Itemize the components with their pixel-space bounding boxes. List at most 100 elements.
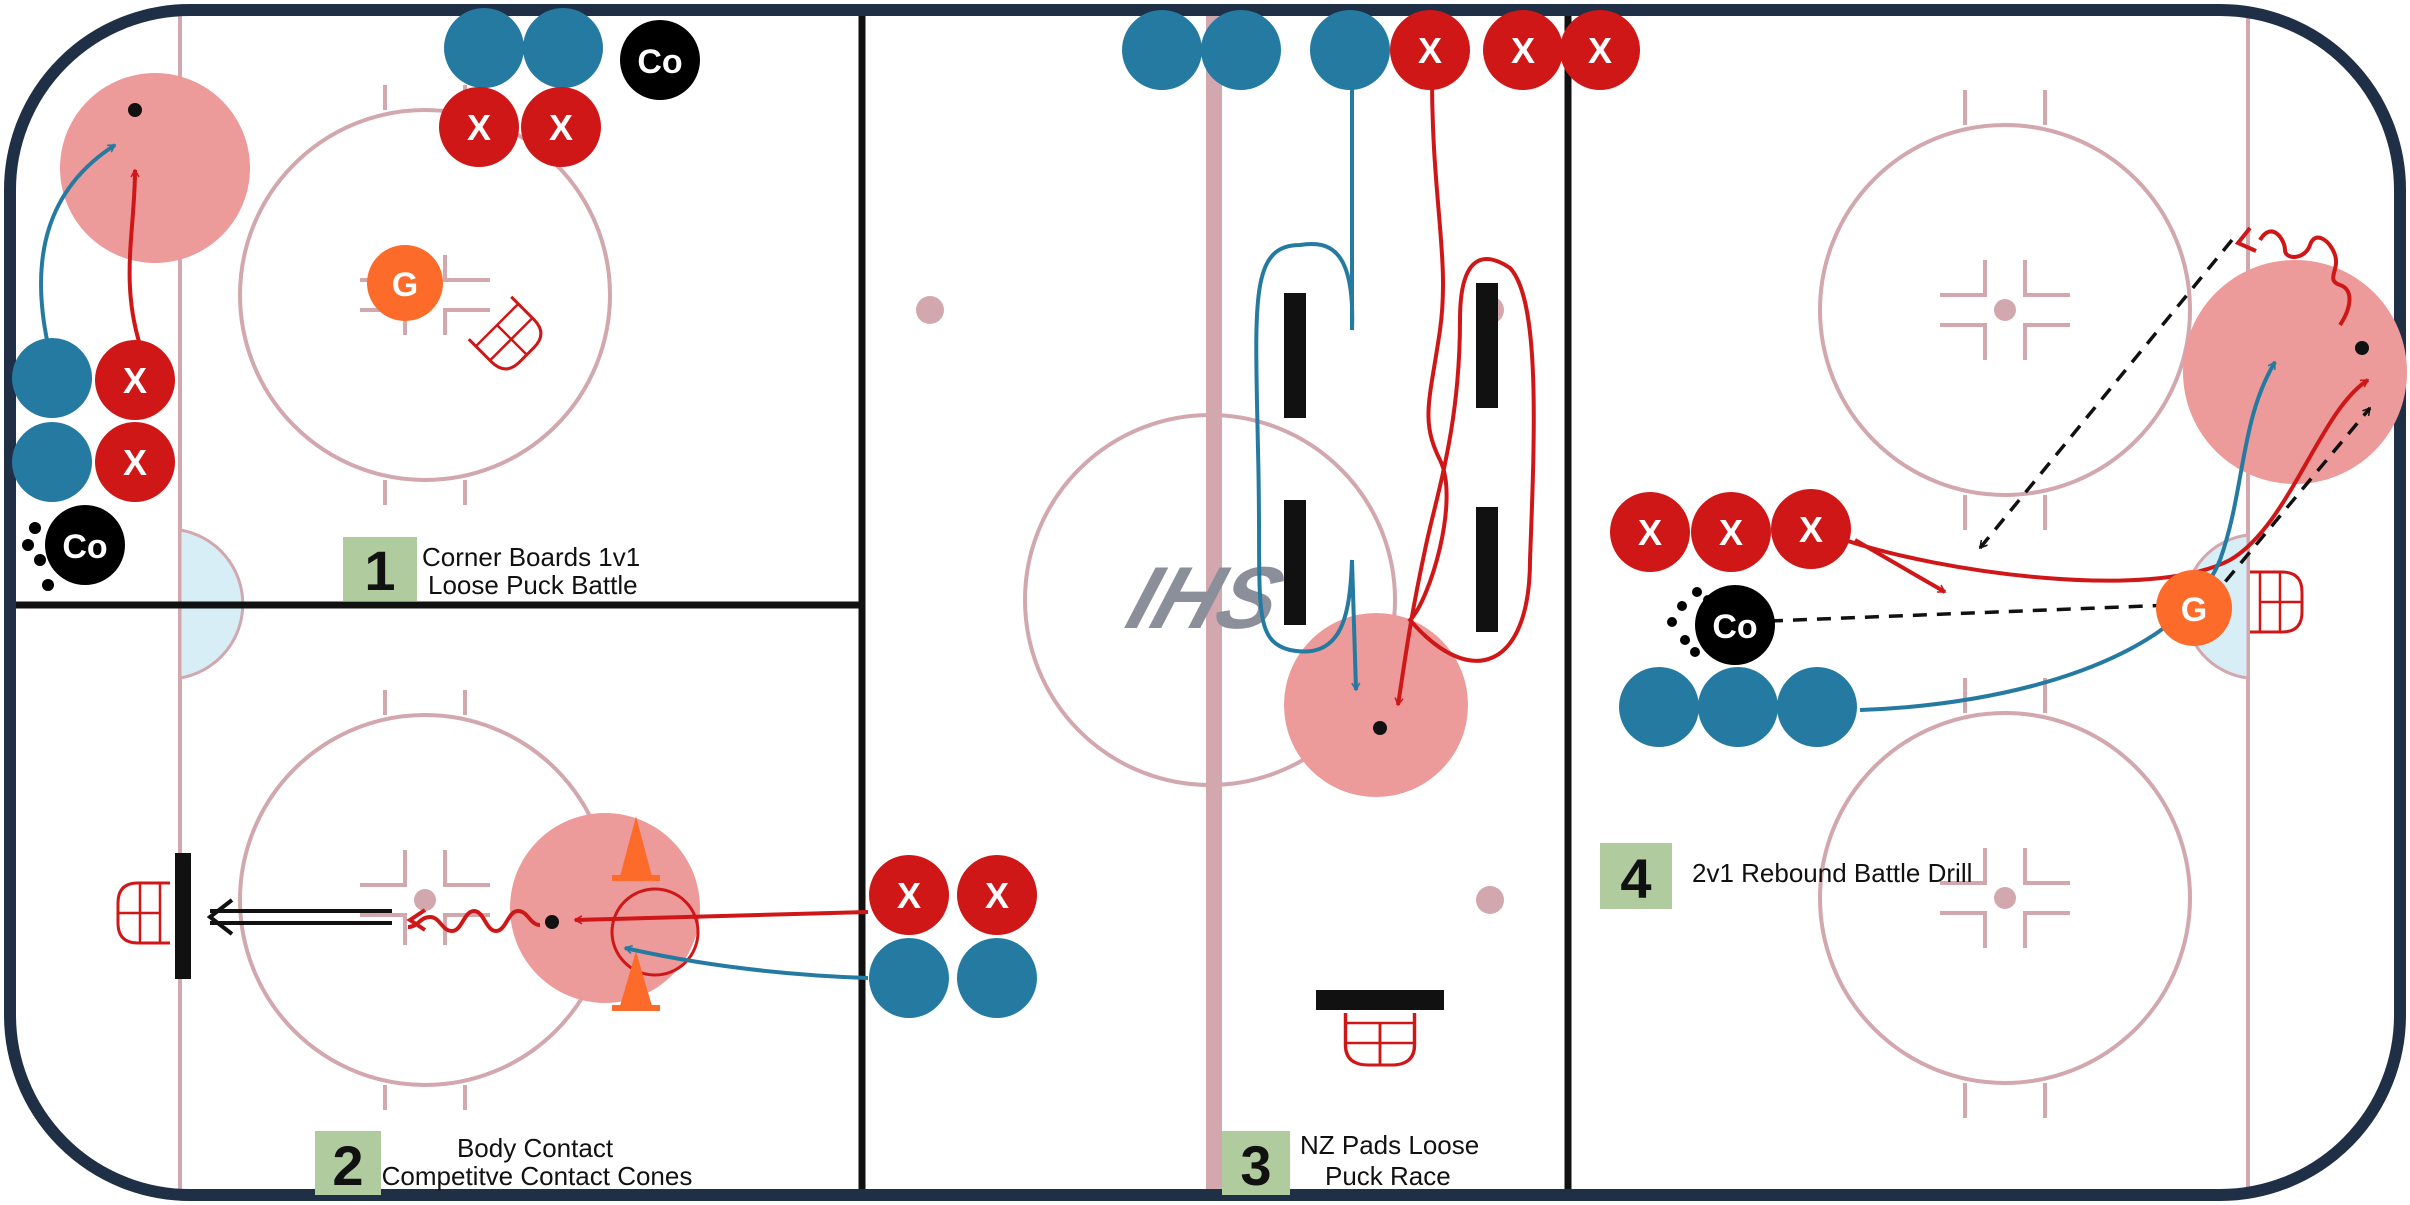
contact-ring	[610, 887, 700, 977]
puck	[128, 103, 142, 117]
puck	[2355, 341, 2369, 355]
svg-text:X: X	[467, 107, 491, 148]
svg-text:X: X	[897, 875, 921, 916]
faceoff-circle-bottom-right	[1818, 711, 2192, 1085]
svg-text:X: X	[1418, 30, 1442, 71]
svg-text:2v1 Rebound Battle Drill: 2v1 Rebound Battle Drill	[1692, 858, 1972, 888]
svg-text:Corner Boards 1v1: Corner Boards 1v1	[422, 542, 640, 572]
goalie: G	[367, 245, 443, 321]
blue-player	[523, 8, 603, 88]
svg-text:Co: Co	[637, 43, 682, 81]
red-player: X	[1691, 492, 1771, 572]
svg-text:Co: Co	[1712, 608, 1757, 646]
svg-text:1: 1	[364, 539, 395, 602]
blue-player	[12, 422, 92, 502]
rink-boards	[4, 4, 2406, 1201]
svg-text:X: X	[549, 107, 573, 148]
blue-player	[1310, 10, 1390, 90]
blue-skate-path	[1254, 78, 1361, 692]
red-player: X	[869, 855, 949, 935]
svg-text:X: X	[123, 442, 147, 483]
blue-player	[444, 8, 524, 88]
coach: Co	[45, 505, 125, 585]
station-3-drill	[1254, 77, 1536, 1067]
station-label-2: 2 Body Contact Competitve Contact Cones	[315, 1131, 692, 1197]
station-2-drill	[116, 813, 869, 1011]
pass-path	[1978, 238, 2234, 550]
svg-text:NZ Pads Loose: NZ Pads Loose	[1300, 1130, 1479, 1160]
station-number-box	[1600, 843, 1672, 909]
svg-text:Puck Race: Puck Race	[1325, 1161, 1451, 1191]
station-number-box	[1222, 1131, 1290, 1195]
center-red-line	[1206, 10, 1222, 1195]
red-skate-path	[1844, 378, 2370, 583]
station-number-box	[315, 1131, 381, 1195]
red-player: X	[1560, 10, 1640, 90]
puck-pile	[22, 522, 1713, 657]
red-skate-path	[127, 168, 142, 346]
blue-player	[1698, 667, 1778, 747]
goal-line-pad	[175, 853, 191, 979]
cone-icon	[612, 951, 660, 1011]
svg-text:3: 3	[1240, 1134, 1271, 1197]
red-player: X	[439, 87, 519, 167]
red-skate-path	[1394, 77, 1536, 707]
puck	[1373, 721, 1387, 735]
loose-puck-zone	[60, 73, 250, 263]
center-circle	[1023, 413, 1397, 787]
neutral-zone-pads	[1284, 283, 1498, 632]
red-player: X	[957, 855, 1037, 935]
blue-skate-path	[39, 143, 117, 346]
svg-text:X: X	[123, 360, 147, 401]
svg-text:X: X	[1638, 512, 1662, 553]
puck	[545, 915, 559, 929]
svg-text:2: 2	[332, 1134, 363, 1197]
goal-net	[116, 881, 172, 945]
coaches: Co Co Co	[22, 20, 1775, 665]
wavy-carry-path	[2258, 229, 2352, 327]
red-player: X	[1483, 10, 1563, 90]
svg-text:Body Contact: Body Contact	[457, 1133, 614, 1163]
red-player: X	[1610, 492, 1690, 572]
goalie: G	[2156, 570, 2232, 646]
blue-player	[1122, 10, 1202, 90]
faceoff-circle-top-left	[238, 108, 612, 482]
svg-text:Competitve Contact Cones: Competitve Contact Cones	[382, 1161, 693, 1191]
svg-text:G: G	[392, 266, 418, 304]
svg-text:G: G	[2181, 591, 2207, 629]
red-player: X	[95, 340, 175, 420]
station-label-3: 3 NZ Pads Loose Puck Race	[1222, 1130, 1479, 1197]
loose-puck-zone	[1284, 613, 1468, 797]
blue-player	[869, 938, 949, 1018]
svg-text:X: X	[1588, 30, 1612, 71]
goal-line-pad	[1316, 990, 1444, 1010]
goal-net	[2248, 570, 2304, 634]
faceoff-circle-top-right	[1818, 123, 2192, 497]
svg-text:X: X	[1511, 30, 1535, 71]
svg-text:X: X	[1799, 509, 1823, 550]
red-player: X	[1771, 489, 1851, 569]
goal-net	[1343, 1011, 1417, 1067]
coach: Co	[620, 20, 700, 100]
station-label-1: 1 Corner Boards 1v1 Loose Puck Battle	[343, 537, 640, 602]
station-4-drill	[1744, 226, 2407, 712]
svg-text:X: X	[1719, 512, 1743, 553]
blue-skate-path	[623, 944, 869, 980]
svg-text:Loose Puck Battle: Loose Puck Battle	[428, 570, 638, 600]
red-player: X	[95, 422, 175, 502]
svg-text:Co: Co	[62, 528, 107, 566]
coach: Co	[1695, 585, 1775, 665]
red-players: X X X X X X X X X X X X	[95, 10, 1851, 935]
pass-path	[2208, 406, 2372, 602]
station-1-drill	[39, 73, 550, 378]
blue-players	[12, 8, 1857, 1018]
blue-player	[1619, 667, 1699, 747]
svg-text:X: X	[985, 875, 1009, 916]
red-skate-path	[573, 910, 869, 925]
cone-icon	[612, 816, 660, 881]
red-player: X	[521, 87, 601, 167]
contact-zone	[510, 813, 700, 1003]
goalies: G G	[367, 245, 2232, 646]
svg-text:4: 4	[1620, 847, 1651, 910]
